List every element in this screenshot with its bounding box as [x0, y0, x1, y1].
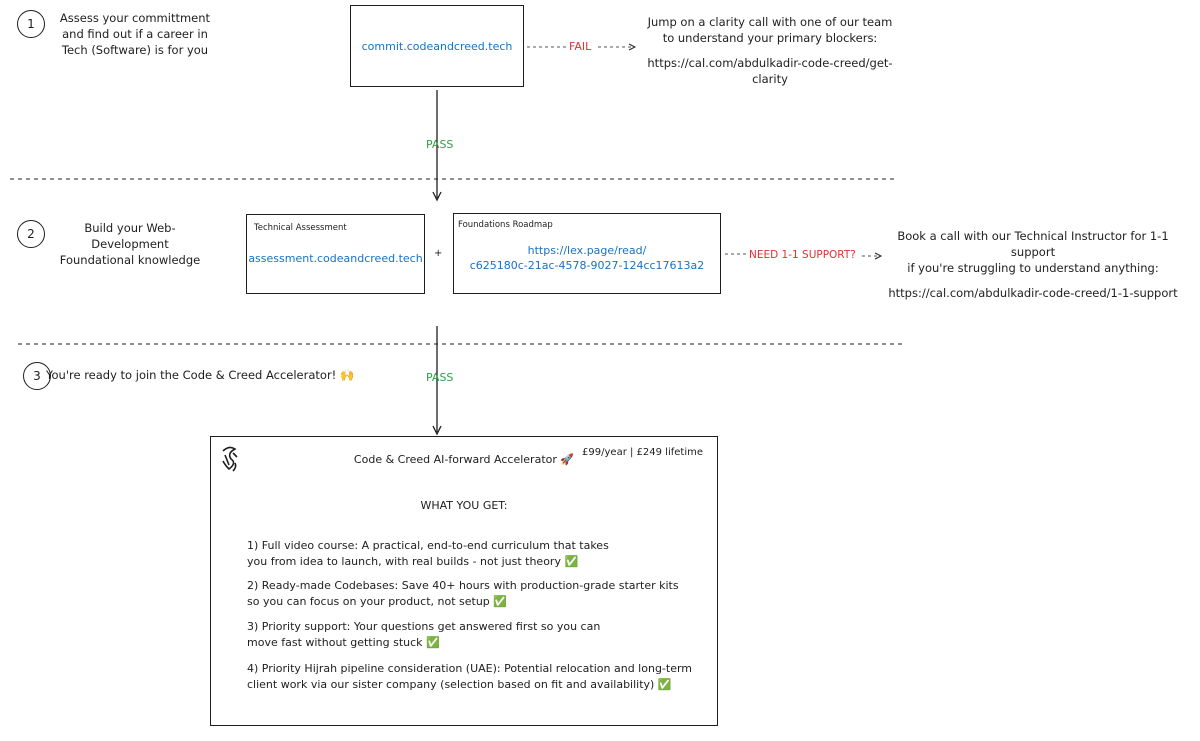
- step-2-line-1: Build your Web-Development: [84, 221, 176, 251]
- benefit-item-1: 1) Full video course: A practical, end-t…: [247, 538, 609, 569]
- benefit-item-3: 3) Priority support: Your questions get …: [247, 619, 600, 650]
- step-3-number-text: 3: [33, 369, 41, 383]
- technical-assessment-box: Technical Assessment assessment.codeandc…: [246, 214, 425, 294]
- support-note-line-1: Book a call with our Technical Instructo…: [897, 229, 1169, 259]
- step-2-description: Build your Web-Development Foundational …: [50, 220, 210, 268]
- foundations-roadmap-box: Foundations Roadmap https://lex.page/rea…: [453, 213, 721, 294]
- roadmap-link[interactable]: https://lex.page/read/ c625180c-21ac-457…: [454, 243, 720, 273]
- step-3-number: 3: [23, 362, 51, 390]
- benefit-4-line-2: client work via our sister company (sele…: [247, 677, 672, 691]
- roadmap-link-line-2[interactable]: c625180c-21ac-4578-9027-124cc17613a2: [469, 259, 705, 272]
- benefit-2-line-2: so you can focus on your product, not se…: [247, 594, 507, 608]
- step-2-number-text: 2: [27, 227, 35, 241]
- step-2-line-2: Foundational knowledge: [59, 253, 201, 267]
- commit-link[interactable]: commit.codeandcreed.tech: [361, 39, 513, 53]
- step-1-number: 1: [17, 10, 45, 38]
- benefit-item-2: 2) Ready-made Codebases: Save 40+ hours …: [247, 578, 679, 609]
- roadmap-link-line-1[interactable]: https://lex.page/read/: [527, 244, 647, 257]
- benefit-1-line-1: 1) Full video course: A practical, end-t…: [247, 539, 609, 552]
- accelerator-price: £99/year | £249 lifetime: [582, 447, 703, 458]
- clarity-call-note: Jump on a clarity call with one of our t…: [630, 14, 910, 87]
- step-1-description: Assess your committment and find out if …: [59, 11, 211, 57]
- foundations-roadmap-title: Foundations Roadmap: [458, 220, 553, 230]
- clarity-call-link[interactable]: https://cal.com/abdulkadir-code-creed/ge…: [647, 56, 893, 86]
- support-label: NEED 1-1 SUPPORT?: [749, 249, 856, 261]
- benefit-2-line-1: 2) Ready-made Codebases: Save 40+ hours …: [247, 579, 679, 592]
- fail-arrowhead: [628, 43, 637, 51]
- benefit-1-line-2: you from idea to launch, with real build…: [247, 554, 579, 568]
- technical-assessment-title: Technical Assessment: [254, 223, 347, 233]
- arrowhead-step2: [432, 425, 442, 436]
- step-3-description: You're ready to join the Code & Creed Ac…: [46, 368, 355, 382]
- support-arrowhead: [874, 252, 883, 260]
- commit-box: commit.codeandcreed.tech: [350, 5, 524, 87]
- benefit-item-4: 4) Priority Hijrah pipeline consideratio…: [247, 661, 692, 692]
- benefit-4-line-1: 4) Priority Hijrah pipeline consideratio…: [247, 662, 693, 675]
- clarity-note-line-2: to understand your primary blockers:: [662, 31, 878, 45]
- benefit-3-line-1: 3) Priority support: Your questions get …: [247, 620, 601, 633]
- fail-label: FAIL: [569, 40, 592, 53]
- accelerator-box: Code & Creed AI-forward Accelerator 🚀 £9…: [210, 436, 718, 726]
- clarity-note-line-1: Jump on a clarity call with one of our t…: [647, 15, 893, 29]
- accelerator-title: Code & Creed AI-forward Accelerator 🚀: [353, 453, 575, 466]
- what-you-get-heading: WHAT YOU GET:: [420, 499, 508, 512]
- step-1-pass-label: PASS: [426, 138, 454, 151]
- step-2-number: 2: [17, 220, 45, 248]
- step-2-pass-label: PASS: [426, 371, 454, 384]
- arrowhead-step1: [432, 191, 442, 202]
- benefit-3-line-2: move fast without getting stuck ✅: [247, 635, 440, 649]
- plus-sign: +: [434, 248, 443, 259]
- support-call-link[interactable]: https://cal.com/abdulkadir-code-creed/1-…: [888, 286, 1178, 300]
- support-note-line-2: if you're struggling to understand anyth…: [907, 261, 1159, 275]
- assessment-link[interactable]: assessment.codeandcreed.tech: [248, 252, 423, 265]
- code-and-creed-logo-icon: [219, 443, 241, 475]
- step-1-number-text: 1: [27, 17, 35, 31]
- support-note: Book a call with our Technical Instructo…: [878, 228, 1188, 301]
